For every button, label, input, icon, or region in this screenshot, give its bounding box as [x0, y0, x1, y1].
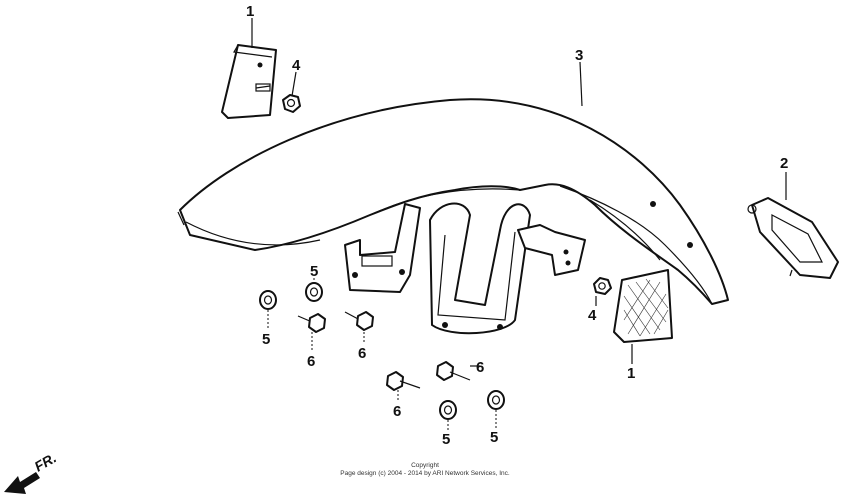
flange-bolt-a[interactable]: [297, 313, 326, 333]
center-fender-stay: [429, 202, 531, 335]
left-fender-stay: [344, 203, 421, 293]
callout-washer-a: 5: [262, 331, 270, 348]
washer-c[interactable]: [439, 400, 457, 420]
callout-washer-b: 5: [310, 263, 318, 280]
flange-bolt-b[interactable]: [344, 311, 374, 331]
washer-a[interactable]: [259, 290, 277, 310]
washer-b[interactable]: [305, 282, 323, 302]
callout-fender: 3: [575, 47, 583, 64]
washer-d[interactable]: [487, 390, 505, 410]
flange-bolt-d[interactable]: [436, 361, 471, 381]
reflector-side[interactable]: [613, 269, 673, 343]
callout-nut-side: 4: [588, 307, 597, 324]
callout-reflector-side: 1: [627, 365, 635, 382]
callout-bolt-d: 6: [476, 359, 484, 376]
callout-nut-top: 4: [292, 57, 301, 74]
callout-washer-c: 5: [442, 431, 450, 448]
right-fender-stay: [517, 224, 586, 276]
copyright-line-2: Page design (c) 2004 - 2014 by ARI Netwo…: [340, 470, 510, 477]
callout-bolt-c: 6: [393, 403, 401, 420]
callout-washer-d: 5: [490, 429, 498, 446]
flange-nut-top[interactable]: [282, 94, 301, 113]
copyright-notice: Copyright Page design (c) 2004 - 2014 by…: [0, 462, 850, 478]
callout-reflector-top: 1: [246, 3, 254, 20]
flange-nut-side[interactable]: [593, 277, 612, 295]
callout-bolt-a: 6: [307, 353, 315, 370]
flange-bolt-c[interactable]: [386, 371, 421, 391]
callout-reflector-bracket: 2: [780, 155, 788, 172]
reflector-bracket[interactable]: [747, 197, 839, 279]
copyright-line-1: Copyright: [411, 462, 439, 469]
front-direction-arrow-icon: FR.: [4, 452, 59, 494]
reflector-top[interactable]: [221, 44, 277, 119]
callout-bolt-b: 6: [358, 345, 366, 362]
